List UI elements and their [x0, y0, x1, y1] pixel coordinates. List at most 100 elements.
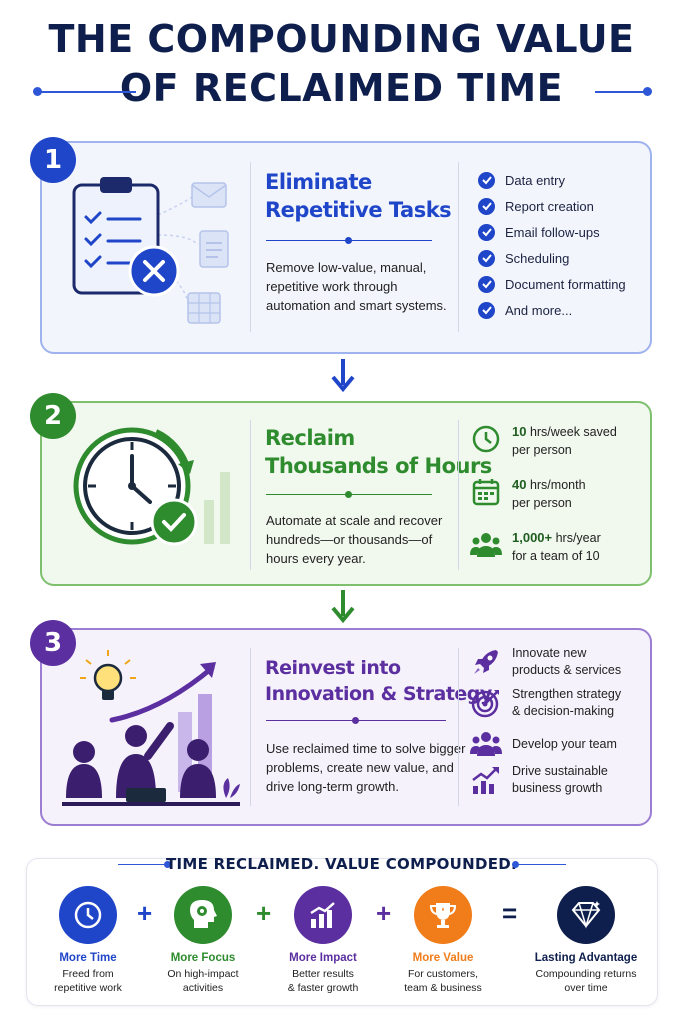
- clock-illustration-icon: [73, 427, 230, 546]
- check-icon: [478, 275, 495, 293]
- list-item: Scheduling: [478, 245, 626, 271]
- summary-sub-2: repetitive work: [54, 982, 122, 994]
- summary-lasting-advantage: Lasting Advantage Compounding returns ove…: [531, 886, 641, 995]
- step-3-desc-line-1: Use reclaimed time to solve bigger: [266, 741, 466, 756]
- summary-sub-1: Better results: [292, 968, 354, 980]
- step-1-underline-dot: [345, 237, 352, 244]
- step-1-desc-line-2: repetitive work through: [266, 279, 398, 294]
- step-2-heading-line-1: Reclaim: [265, 426, 355, 450]
- check-icon: [478, 223, 495, 241]
- title-line-2: OF RECLAIMED TIME: [119, 66, 564, 110]
- summary-dot-right: [512, 861, 519, 868]
- plus-operator: +: [256, 898, 272, 928]
- step-3-heading: Reinvest into Innovation & Strategy: [265, 655, 492, 707]
- summary-label: Lasting Advantage: [534, 952, 638, 964]
- list-item: Report creation: [478, 193, 626, 219]
- summary-sub-2: over time: [564, 982, 608, 994]
- step-1-divider-left: [250, 162, 251, 332]
- step-2-description: Automate at scale and recover hundreds—o…: [266, 511, 442, 568]
- step-3-desc-line-3: drive long-term growth.: [266, 779, 399, 794]
- step-2-divider-left: [250, 420, 251, 570]
- task-label: Document formatting: [505, 276, 626, 292]
- head-gear-icon: [174, 886, 232, 944]
- step-3-divider-left: [250, 648, 251, 806]
- item-line-1: Strengthen strategy: [512, 687, 622, 701]
- step-3-number-badge: 3: [30, 620, 76, 666]
- step-3-description: Use reclaimed time to solve bigger probl…: [266, 739, 465, 796]
- item-line-2: & decision-making: [512, 704, 615, 718]
- stat-unit: hrs/week saved: [526, 425, 617, 439]
- summary-sub-2: & faster growth: [287, 982, 359, 994]
- step-2-desc-line-3: hours every year.: [266, 551, 366, 566]
- step-1-description: Remove low-value, manual, repetitive wor…: [266, 258, 447, 315]
- target-icon: [471, 690, 499, 718]
- check-icon: [478, 171, 495, 189]
- summary-dot-left: [164, 861, 171, 868]
- reinvest-item-strategy: Strengthen strategy & decision-making: [470, 686, 621, 720]
- summary-sub-2: activities: [182, 982, 224, 994]
- step-3-heading-line-1: Reinvest into: [265, 657, 401, 679]
- team-innovation-illustration-icon: [62, 650, 240, 806]
- step-1-desc-line-1: Remove low-value, manual,: [266, 260, 427, 275]
- title-deco-dot-right: [643, 87, 652, 96]
- step-1-divider-right: [458, 162, 459, 332]
- check-icon: [478, 301, 495, 319]
- step-1-heading-line-1: Eliminate: [265, 170, 372, 194]
- summary-line-right: [518, 864, 566, 865]
- summary-sub-1: Freed from: [62, 968, 114, 980]
- growth-chart-icon: [294, 886, 352, 944]
- check-icon: [478, 197, 495, 215]
- step-2-desc-line-1: Automate at scale and recover: [266, 513, 443, 528]
- title-deco-line-left: [38, 91, 136, 93]
- diamond-icon: [557, 886, 615, 944]
- summary-sub-1: On high-impact: [167, 968, 239, 980]
- summary-title: TIME RECLAIMED. VALUE COMPOUNDED.: [165, 855, 518, 873]
- item-line-1: Drive sustainable: [512, 764, 608, 778]
- step-1-heading-line-2: Repetitive Tasks: [265, 198, 452, 222]
- stat-value: 1,000+: [512, 530, 553, 545]
- check-icon: [478, 249, 495, 267]
- growth-chart-icon: [472, 767, 499, 794]
- title-deco-dot-left: [33, 87, 42, 96]
- step-1-number-badge: 1: [30, 137, 76, 183]
- page-title: THE COMPOUNDING VALUE OF RECLAIMED TIME: [0, 14, 683, 112]
- team-icon: [470, 533, 502, 557]
- list-item: Email follow-ups: [478, 219, 626, 245]
- task-checklist: Data entry Report creation Email follow-…: [478, 167, 626, 323]
- summary-more-value: More Value For customers,team & business: [388, 886, 498, 995]
- task-label: Report creation: [505, 198, 594, 214]
- task-label: And more...: [505, 302, 573, 318]
- item-line-2: business growth: [512, 781, 603, 795]
- task-label: Scheduling: [505, 250, 570, 266]
- reinvest-item-growth: Drive sustainable business growth: [470, 763, 608, 797]
- task-label: Email follow-ups: [505, 224, 600, 240]
- stat-unit: hrs/month: [526, 478, 586, 492]
- equals-operator: =: [502, 898, 518, 928]
- stat-unit: hrs/year: [552, 531, 601, 545]
- step-2-desc-line-2: hundreds—or thousands—of: [266, 532, 433, 547]
- summary-label: More Impact: [289, 952, 357, 964]
- task-label: Data entry: [505, 172, 565, 188]
- arrow-down-icon: [331, 590, 355, 624]
- plus-operator: +: [376, 898, 392, 928]
- clipboard-illustration-icon: [72, 177, 229, 324]
- title-line-1: THE COMPOUNDING VALUE: [48, 17, 635, 61]
- arrow-down-icon: [331, 359, 355, 393]
- item-line-1: Innovate new: [512, 646, 587, 660]
- summary-sub-1: For customers,: [407, 968, 478, 980]
- summary-sub-1: Compounding returns: [535, 968, 637, 980]
- summary-line-left: [118, 864, 166, 865]
- plus-operator: +: [137, 898, 153, 928]
- step-3-desc-line-2: problems, create new value, and: [266, 760, 454, 775]
- step-2-heading: Reclaim Thousands of Hours: [265, 424, 492, 480]
- reinvest-item-team: Develop your team: [470, 728, 617, 760]
- clock-icon: [59, 886, 117, 944]
- step-2-divider-right: [458, 420, 459, 570]
- trophy-icon: [414, 886, 472, 944]
- list-item: Document formatting: [478, 271, 626, 297]
- step-2-number-badge: 2: [30, 393, 76, 439]
